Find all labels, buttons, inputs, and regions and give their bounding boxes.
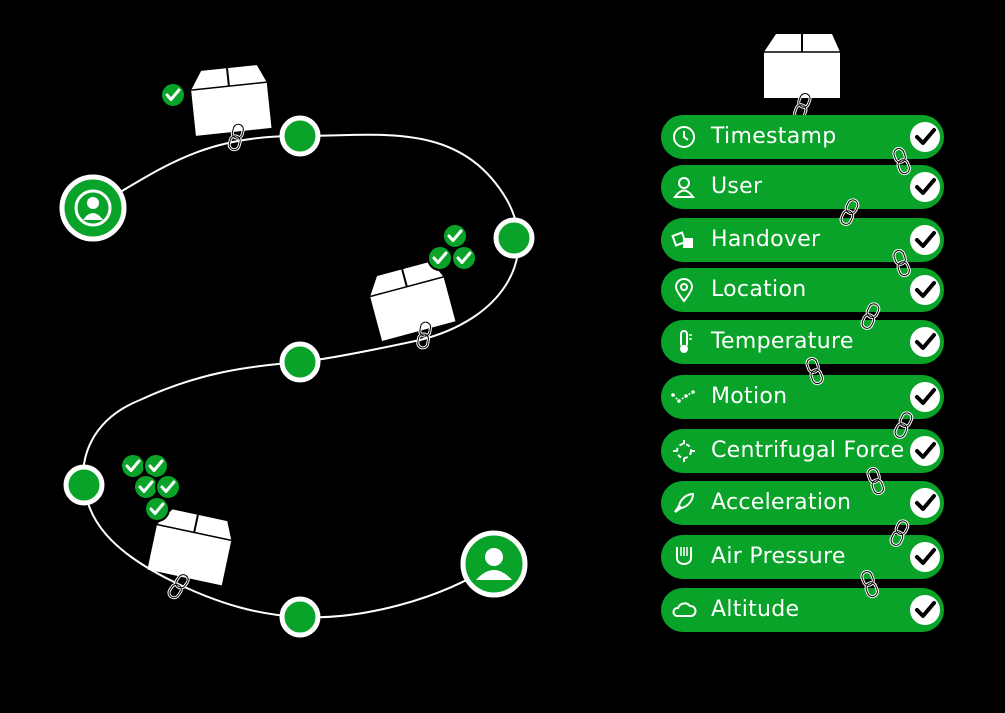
centrifugal-force-icon [673, 440, 695, 462]
check-icon [910, 275, 940, 305]
handover-icon [671, 231, 693, 248]
attribute-pill-location: Location [661, 268, 944, 312]
verified-check-icon [441, 222, 469, 250]
check-icon [910, 595, 940, 625]
thermometer-icon [680, 330, 692, 353]
air-pressure-icon [676, 547, 692, 565]
sender-avatar-icon [59, 174, 127, 242]
verified-check-icon [143, 495, 171, 523]
chain-link-icon [165, 571, 192, 602]
attribute-pill-centrifugal-force: Centrifugal Force [661, 429, 944, 473]
check-icon [910, 172, 940, 202]
receiver-avatar-icon [460, 530, 528, 598]
check-icon [910, 382, 940, 412]
route-stop [63, 464, 105, 506]
attribute-pill-air-pressure: Air Pressure [661, 535, 944, 579]
attribute-pill-altitude: Altitude [661, 588, 944, 632]
attribute-label: Acceleration [711, 490, 852, 515]
package-box-icon [364, 258, 457, 342]
attribute-label: Motion [711, 384, 788, 409]
attribute-pill-handover: Handover [661, 218, 944, 262]
route-path [82, 133, 520, 619]
check-icon [910, 225, 940, 255]
attribute-pill-temperature: Temperature [661, 320, 944, 364]
verified-check-icon [119, 452, 147, 480]
cloud-icon [672, 602, 697, 617]
user-icon [673, 177, 695, 198]
route-stop [279, 596, 321, 638]
verified-check-icon [154, 473, 182, 501]
attribute-pill-acceleration: Acceleration [661, 481, 944, 525]
attribute-label: Handover [711, 227, 821, 252]
motion-icon [671, 390, 695, 403]
check-icon [910, 488, 940, 518]
attribute-label: User [711, 174, 763, 199]
verified-check-icon [132, 473, 160, 501]
route-stop [279, 115, 321, 157]
check-icon [910, 122, 940, 152]
attribute-label: Timestamp [711, 124, 837, 149]
verified-check-icon [450, 244, 478, 272]
route-stop [493, 217, 535, 259]
attribute-pill-user: User [661, 165, 944, 209]
attribute-label: Temperature [711, 329, 854, 354]
package-box-icon [188, 63, 273, 137]
attribute-label: Altitude [711, 597, 800, 622]
check-icon [910, 327, 940, 357]
attribute-label: Location [711, 277, 807, 302]
check-icon [910, 436, 940, 466]
package-box-icon [763, 33, 841, 99]
route-stop [279, 341, 321, 383]
attribute-pill-timestamp: Timestamp [661, 115, 944, 159]
verified-check-icon [159, 81, 187, 109]
attribute-pill-motion: Motion [661, 375, 944, 419]
check-icon [910, 542, 940, 572]
location-pin-icon [674, 278, 694, 303]
attribute-label: Air Pressure [711, 544, 846, 569]
attribute-label: Centrifugal Force [711, 438, 905, 463]
verified-check-icon [426, 244, 454, 272]
clock-icon [673, 126, 695, 148]
rocket-icon [674, 492, 695, 513]
